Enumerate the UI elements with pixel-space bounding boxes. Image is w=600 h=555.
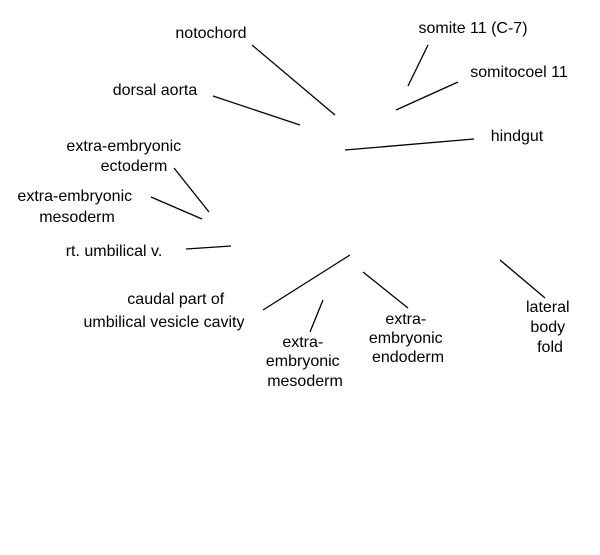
leader-ee-ectoderm — [173, 167, 210, 213]
label-hindgut: hindgut — [491, 128, 544, 145]
leader-notochord — [251, 44, 336, 116]
leader-lateral-body-fold — [499, 259, 546, 299]
label-caudal-part: caudal part of umbilical vesicle cavity — [84, 291, 245, 331]
leader-ee-mesoderm-bottom — [309, 299, 324, 333]
leader-somitocoel — [395, 81, 459, 111]
leader-umbilical-vein — [185, 245, 232, 250]
leader-dorsal-aorta — [212, 95, 301, 126]
leader-ee-endoderm — [362, 271, 409, 309]
label-somite: somite 11 (C-7) — [418, 20, 527, 37]
leader-somite — [407, 44, 429, 87]
leader-ee-mesoderm-left — [150, 196, 203, 220]
label-dorsal-aorta: dorsal aorta — [113, 82, 198, 99]
label-ee-endoderm: extra- embryonic endoderm — [369, 311, 447, 366]
label-notochord: notochord — [175, 25, 246, 42]
label-ee-mesoderm-bottom: extra- embryonic mesoderm — [266, 334, 344, 390]
label-ee-ectoderm: extra-embryonic ectoderm — [66, 138, 185, 175]
label-somitocoel: somitocoel 11 — [470, 64, 568, 81]
leader-hindgut — [344, 138, 475, 151]
label-umbilical-vein: rt. umbilical v. — [66, 243, 163, 260]
label-lateral-body-fold: lateral body fold — [526, 299, 574, 356]
label-ee-mesoderm-left: extra-embryonic mesoderm — [17, 188, 136, 226]
leader-caudal-part — [262, 254, 351, 311]
